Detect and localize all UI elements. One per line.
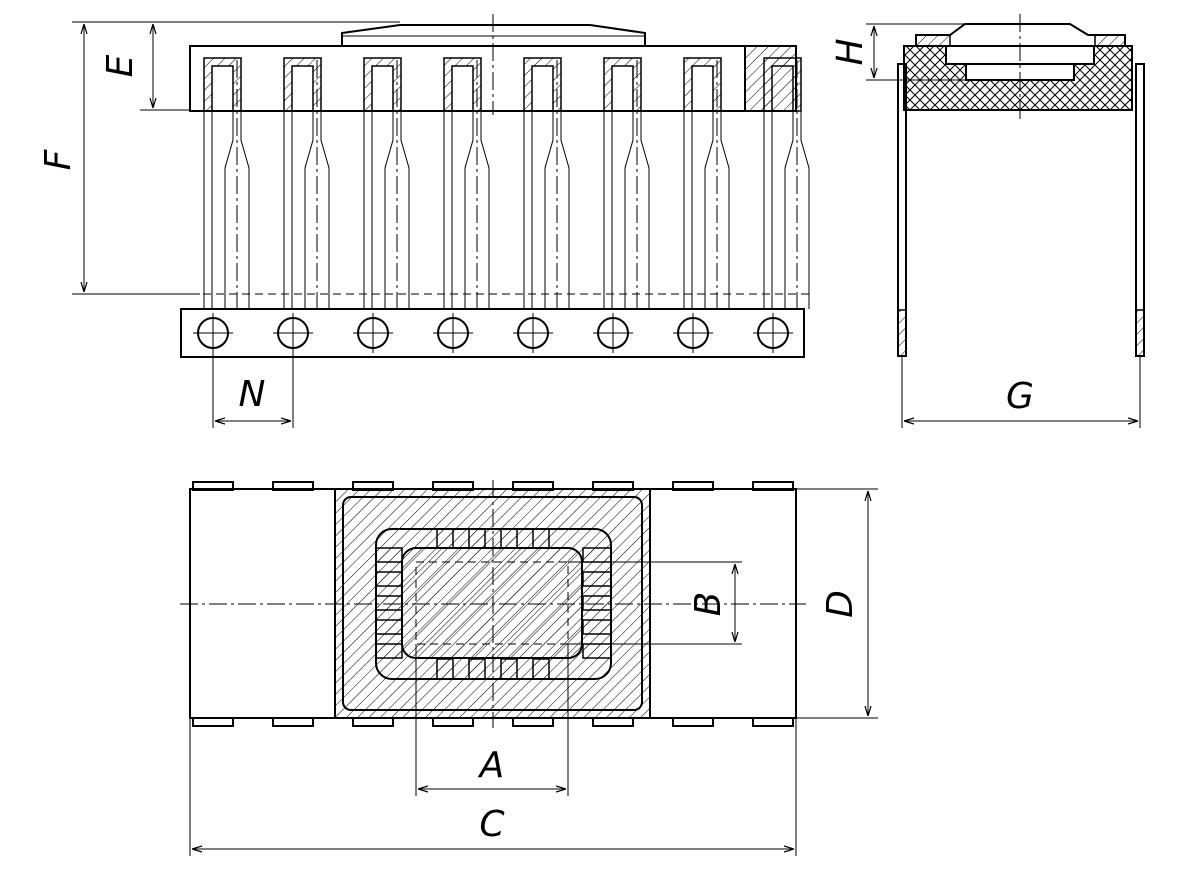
dimension-label-e: E [100,54,141,77]
lead-tapered [704,66,730,309]
top-view: A B C D [180,480,878,856]
bond-pad-left [375,619,403,635]
lead-left-rail [283,111,293,309]
lead-left-rail [603,111,613,309]
bond-pad-right [582,571,612,587]
lead-cap [523,57,562,112]
bottom-pin [512,717,554,727]
bond-pads [375,528,612,680]
bond-pad-left [375,547,403,563]
bond-pad-left [375,643,403,659]
bond-pad-top [532,528,550,549]
dimension-label-c: C [479,804,505,845]
bottom-pin [192,717,234,727]
bond-pad-top [500,528,518,549]
lead-tapered [304,66,330,309]
bond-pad-right [582,547,612,563]
carrier-holes [193,313,793,353]
bond-pad-right [582,595,612,611]
dimension-label-h: H [830,38,871,65]
lead-left-rail [443,111,453,309]
lead-left-rail [683,111,693,309]
bond-pad-top [436,528,454,549]
bottom-pin [272,717,314,727]
lead-left-rail [203,111,213,309]
lead-left-rail [363,111,373,309]
bond-pad-bottom [468,658,486,680]
lead-tapered [784,66,810,309]
bottom-pin [592,717,634,727]
bottom-pin [432,717,474,727]
dimension-label-a: A [478,745,505,786]
bond-pad-bottom [500,658,518,680]
bond-pad-left [375,595,403,611]
dimension-label-b: B [688,592,729,617]
bottom-pin [752,717,794,727]
side-view: H G [830,14,1145,428]
front-leads [203,57,810,310]
bond-pad-right [582,643,612,659]
lead-cap [363,57,402,112]
lead-cap [603,57,642,112]
dimension-label-n: N [239,374,266,415]
bond-pad-top [468,528,486,549]
front-view: E F N [38,14,812,428]
lead-cap [683,57,722,112]
lead-tapered [464,66,490,309]
lead-tapered [624,66,650,309]
bottom-pin [352,717,394,727]
dimension-label-f: F [38,148,79,170]
bond-pad-bottom [436,658,454,680]
dimension-label-d: D [820,590,861,618]
dimension-label-g: G [1006,376,1034,417]
lead-left-rail [523,111,533,309]
bond-pad-left [375,571,403,587]
lead-cap [203,57,242,112]
bond-pad-right [582,619,612,635]
lead-left-rail [763,111,773,309]
lead-cap [443,57,482,112]
bond-pad-bottom [532,658,550,680]
lead-tapered [544,66,570,309]
lead-tapered [224,66,250,309]
lead-cap [283,57,322,112]
bottom-pin [672,717,714,727]
lead-tapered [384,66,410,309]
